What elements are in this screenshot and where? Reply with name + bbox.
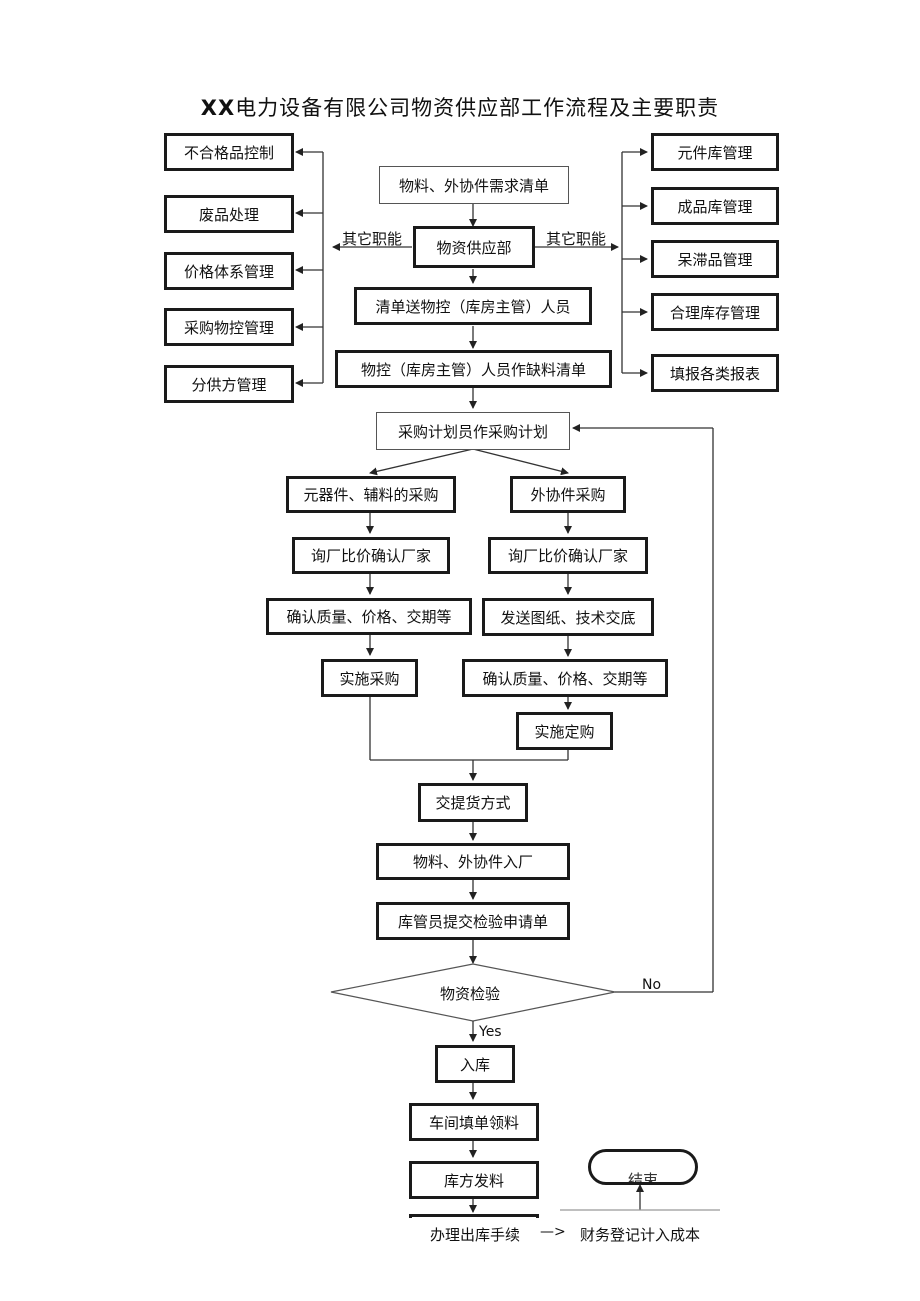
- left-function-3: 价格体系管理: [164, 252, 294, 290]
- arrow-label: —>: [540, 1224, 566, 1240]
- finance-label: 财务登记计入成本: [580, 1226, 701, 1244]
- requisition-box: 车间填单领料: [409, 1103, 539, 1141]
- right-function-3: 呆滞品管理: [651, 240, 779, 278]
- right-function-4: 合理库存管理: [651, 293, 779, 331]
- left-branch-1: 元器件、辅料的采购: [286, 476, 456, 513]
- no-label: No: [642, 977, 662, 993]
- shortage-list-box: 物控（库房主管）人员作缺料清单: [335, 350, 612, 388]
- end-terminal: 结束: [588, 1149, 698, 1185]
- right-branch-3: 发送图纸、技术交底: [482, 598, 654, 636]
- send-list-box: 清单送物控（库房主管）人员: [354, 287, 592, 325]
- warehouse-in-box: 入库: [435, 1045, 515, 1083]
- left-function-2: 废品处理: [164, 195, 294, 233]
- left-function-5: 分供方管理: [164, 365, 294, 403]
- purchase-plan-box: 采购计划员作采购计划: [376, 412, 570, 450]
- left-function-1: 不合格品控制: [164, 133, 294, 171]
- demand-list-box: 物料、外协件需求清单: [379, 166, 569, 204]
- inspect-request-box: 库管员提交检验申请单: [376, 902, 570, 940]
- other-functions-left-label: 其它职能: [342, 230, 403, 248]
- right-branch-2: 询厂比价确认厂家: [488, 537, 648, 574]
- left-branch-3: 确认质量、价格、交期等: [266, 598, 472, 635]
- other-functions-right-label: 其它职能: [546, 230, 607, 248]
- inspection-label: 物资检验: [440, 985, 501, 1003]
- left-function-4: 采购物控管理: [164, 308, 294, 346]
- right-branch-1: 外协件采购: [510, 476, 626, 513]
- right-function-5: 填报各类报表: [651, 354, 779, 392]
- page-title: XX电力设备有限公司物资供应部工作流程及主要职责: [200, 96, 720, 120]
- checkout-label: 办理出库手续: [430, 1226, 521, 1244]
- yes-label: Yes: [479, 1024, 502, 1040]
- right-branch-4: 确认质量、价格、交期等: [462, 659, 668, 697]
- right-branch-5: 实施定购: [516, 712, 613, 750]
- left-branch-2: 询厂比价确认厂家: [292, 537, 450, 574]
- right-function-2: 成品库管理: [651, 187, 779, 225]
- right-function-1: 元件库管理: [651, 133, 779, 171]
- arrival-box: 物料、外协件入厂: [376, 843, 570, 880]
- issue-box: 库方发料: [409, 1161, 539, 1199]
- supply-dept-box: 物资供应部: [413, 226, 535, 268]
- left-branch-4: 实施采购: [321, 659, 418, 697]
- delivery-box: 交提货方式: [418, 783, 528, 822]
